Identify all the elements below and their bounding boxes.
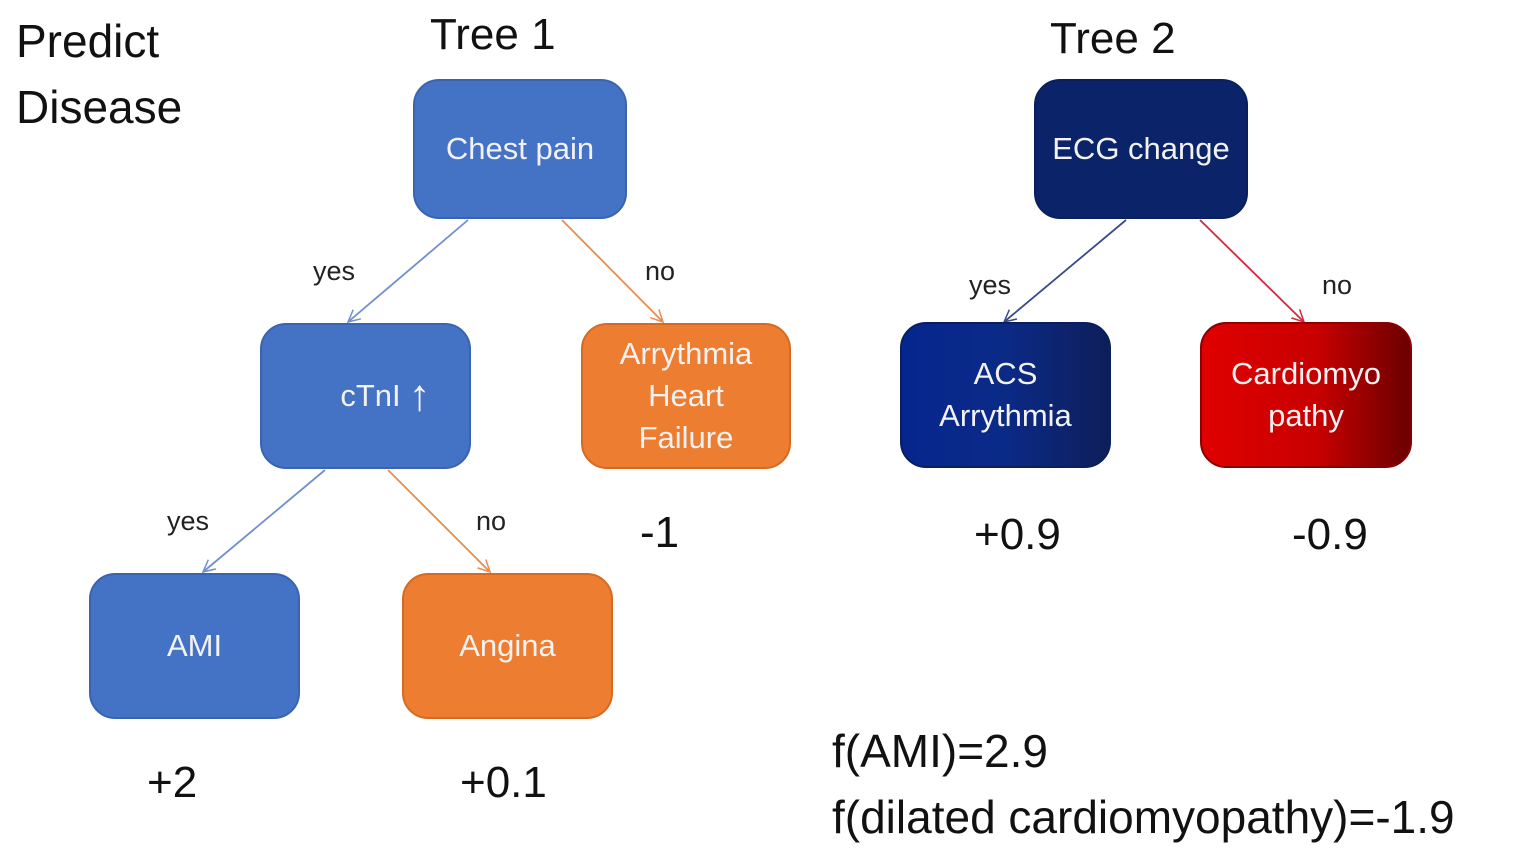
leaf-value-acs: +0.9 — [974, 510, 1061, 559]
node-ctni: cTnI ↑ — [260, 323, 471, 469]
edge-label-yes: yes — [313, 256, 356, 286]
leaf-value-cardiomyopathy: -0.9 — [1292, 510, 1368, 559]
tree-2-title: Tree 2 — [1050, 14, 1176, 63]
node-chest-pain: Chest pain — [413, 79, 627, 219]
tree-1-title: Tree 1 — [430, 10, 556, 59]
node-cardiomyopathy: Cardiomyo pathy — [1200, 322, 1412, 468]
heading-line-1: Predict — [16, 15, 160, 67]
node-ecg-change: ECG change — [1034, 79, 1248, 219]
node-ami: AMI — [89, 573, 300, 719]
heading-line-2: Disease — [16, 81, 183, 133]
node-chest-pain-label: Chest pain — [445, 131, 595, 166]
edge-ctni-ami — [203, 469, 326, 572]
edge-label-yes: yes — [167, 506, 210, 536]
formula-dilated-cardiomyopathy: f(dilated cardiomyopathy)=-1.9 — [832, 791, 1455, 843]
leaf-value-ami: +2 — [147, 758, 198, 807]
node-ami-label: AMI — [166, 628, 223, 663]
node-text-line: Failure — [638, 420, 734, 455]
edge-label-no: no — [645, 256, 676, 286]
predict-disease-heading: Predict Disease — [16, 8, 182, 140]
up-arrow-icon: ↑ — [408, 371, 431, 420]
node-text-line: Cardiomyo — [1231, 356, 1381, 391]
node-angina: Angina — [402, 573, 613, 719]
formula-ami: f(AMI)=2.9 — [832, 725, 1049, 777]
node-text-line: pathy — [1268, 398, 1344, 433]
edge-ecg-cardiomyopathy — [1199, 219, 1304, 322]
node-arrhythmia-heart-failure: Arrythmia Heart Failure — [581, 323, 791, 469]
node-ecg-change-label: ECG change — [1052, 131, 1230, 166]
node-angina-label: Angina — [459, 628, 556, 663]
edge-chestpain-arrhythmia — [561, 219, 663, 322]
leaf-value-angina: +0.1 — [460, 758, 547, 807]
edge-label-no: no — [1322, 270, 1353, 300]
node-ctni-label: cTnI — [340, 378, 401, 413]
edge-ctni-angina — [387, 469, 490, 572]
edge-label-no: no — [476, 506, 507, 536]
node-text-line: ACS — [973, 356, 1038, 391]
node-text-line: Arrythmia — [619, 336, 753, 371]
edge-chestpain-ctni — [348, 219, 469, 322]
node-text-line: Arrythmia — [939, 398, 1072, 433]
leaf-value-arrhythmia: -1 — [640, 508, 680, 557]
edge-label-yes: yes — [969, 270, 1012, 300]
node-text-line: Heart — [648, 378, 724, 413]
edge-ecg-acs — [1004, 219, 1127, 322]
node-acs-arrhythmia: ACS Arrythmia — [900, 322, 1111, 468]
